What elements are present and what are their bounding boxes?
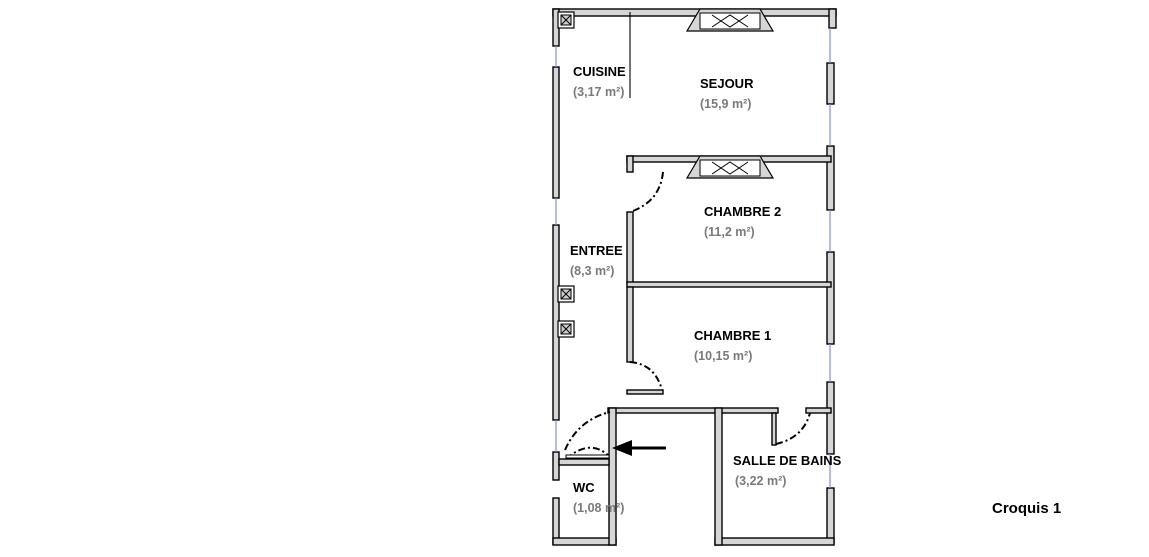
- radiator-top-icon: [685, 8, 775, 32]
- wall-chambre1-left: [626, 286, 634, 363]
- wall-bottom-sdb: [714, 537, 835, 546]
- room-label-sdb: SALLE DE BAINS (3,22 m²): [733, 453, 842, 488]
- wall-wc-top: [558, 458, 610, 466]
- room-area-chambre1: (10,15 m²): [694, 349, 752, 363]
- room-label-cuisine: CUISINE (3,17 m²): [573, 64, 626, 99]
- wall-right-1: [828, 8, 837, 29]
- room-label-sejour: SEJOUR (15,9 m²): [700, 76, 754, 111]
- wall-chambre2-chambre1: [626, 281, 832, 288]
- room-area-cuisine: (3,17 m²): [573, 85, 624, 99]
- door-wc-leaf: [565, 454, 610, 459]
- wall-left-2: [552, 66, 560, 199]
- wall-right-4: [826, 251, 835, 345]
- door-swings: [564, 171, 811, 460]
- room-area-entree: (8,3 m²): [570, 264, 614, 278]
- room-name-sejour: SEJOUR: [700, 76, 754, 91]
- vent-left-1-icon: [557, 285, 575, 303]
- door-chambre2-swing: [629, 171, 664, 213]
- wall-sdb-left: [714, 407, 723, 546]
- door-chambre1-swing: [629, 361, 663, 391]
- wall-wc-right: [608, 407, 617, 546]
- room-area-wc: (1,08 m²): [573, 501, 624, 515]
- wall-chambre1-bottom-left: [607, 407, 779, 414]
- wall-chambre2-left: [626, 211, 634, 285]
- ventilation-symbols: [557, 8, 775, 338]
- wall-chambre1-bottom-right: [805, 407, 832, 414]
- vent-left-2-icon: [557, 320, 575, 338]
- room-name-cuisine: CUISINE: [573, 64, 626, 79]
- exterior-walls: [552, 8, 837, 546]
- wall-top: [552, 8, 837, 17]
- room-name-wc: WC: [573, 480, 595, 495]
- wall-right-2: [826, 62, 835, 105]
- wall-left-5: [552, 497, 560, 545]
- room-name-chambre1: CHAMBRE 1: [694, 328, 771, 343]
- door-entree-swing: [564, 411, 611, 451]
- room-name-entree: ENTREE: [570, 243, 623, 258]
- wall-left-4: [552, 451, 560, 481]
- wall-right-6: [826, 487, 835, 545]
- wall-right-5: [826, 381, 835, 455]
- room-label-chambre2: CHAMBRE 2 (11,2 m²): [704, 204, 781, 239]
- radiator-middle-icon: [685, 155, 775, 179]
- room-area-sejour: (15,9 m²): [700, 97, 751, 111]
- wall-bottom-wc: [552, 537, 617, 546]
- vent-top-left-icon: [557, 11, 575, 29]
- entrance-arrow-icon: [612, 440, 666, 456]
- room-name-chambre2: CHAMBRE 2: [704, 204, 781, 219]
- wall-chambre1-door-stub: [626, 389, 664, 395]
- room-area-chambre2: (11,2 m²): [704, 225, 755, 239]
- door-sdb-swing: [775, 412, 811, 445]
- windows: [555, 28, 831, 488]
- room-name-sdb: SALLE DE BAINS: [733, 453, 842, 468]
- room-area-sdb: (3,22 m²): [735, 474, 786, 488]
- room-label-entree: ENTREE (8,3 m²): [570, 243, 623, 278]
- wall-chambre2-left-top: [626, 155, 634, 173]
- sketch-caption: Croquis 1: [992, 500, 1061, 517]
- room-label-chambre1: CHAMBRE 1 (10,15 m²): [694, 328, 771, 363]
- room-label-wc: WC (1,08 m²): [573, 480, 624, 515]
- wall-sdb-door-jamb: [771, 412, 777, 446]
